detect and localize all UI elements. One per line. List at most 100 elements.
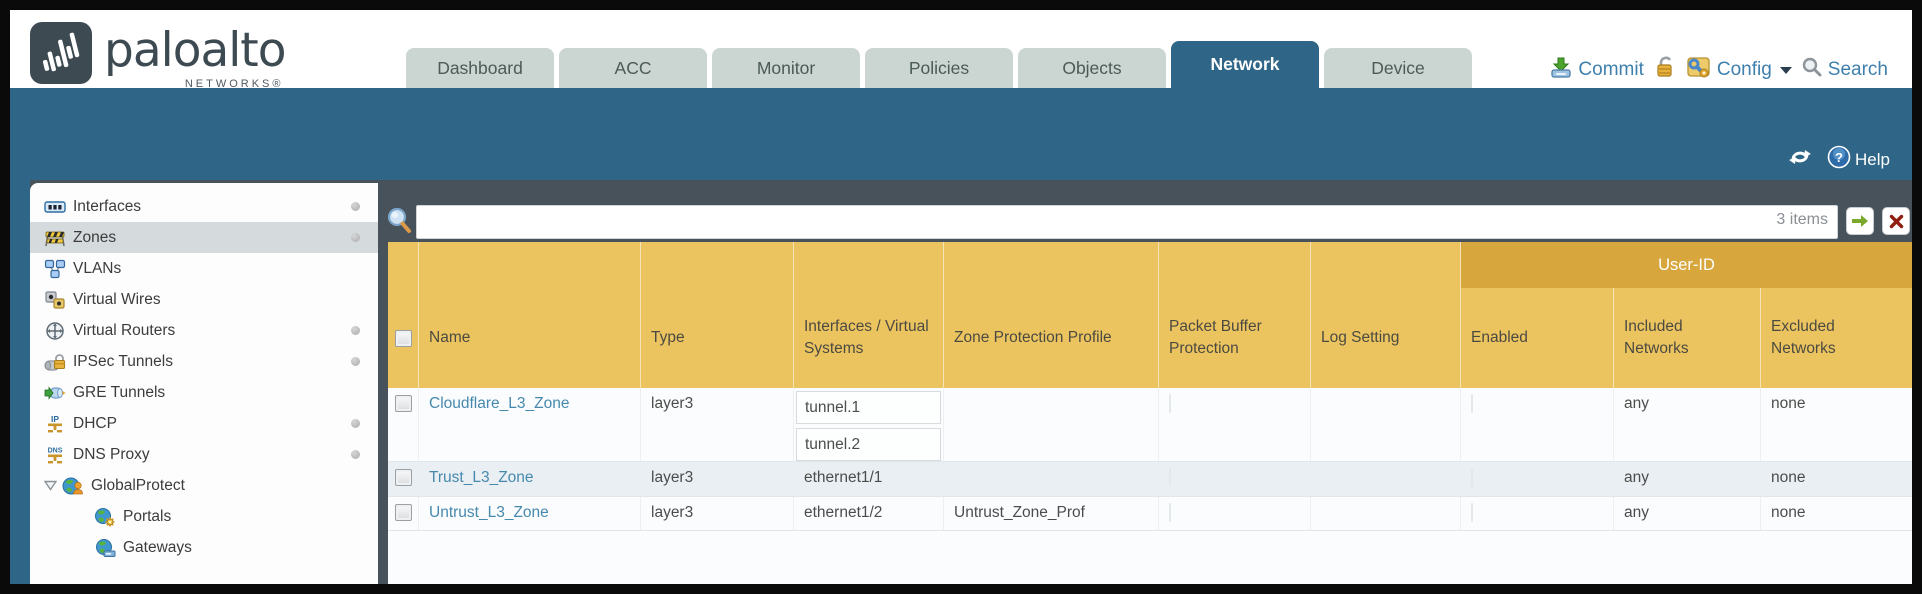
network-sidebar: Interfaces Zones <box>30 183 378 584</box>
tab-dashboard[interactable]: Dashboard <box>406 48 554 88</box>
user-id-column-group: User-ID Enabled Included Networks Exclud… <box>1461 242 1912 388</box>
top-bar: paloalto NETWORKS® Dashboard ACC Monitor… <box>10 10 1912 90</box>
sidebar-item-virtual-routers[interactable]: Virtual Routers <box>30 315 378 346</box>
column-header-packet-buffer-protection[interactable]: Packet Buffer Protection <box>1159 242 1311 388</box>
globalprotect-icon <box>62 477 83 494</box>
paloalto-logo-icon <box>30 22 92 84</box>
included-networks-cell: any <box>1614 388 1761 461</box>
table-row: Untrust_L3_Zone layer3 ethernet1/2 Untru… <box>388 497 1912 531</box>
dns-proxy-icon: DNS <box>48 447 63 463</box>
sidebar-item-gateways[interactable]: Gateways <box>30 532 378 563</box>
tab-policies[interactable]: Policies <box>865 48 1013 88</box>
zone-protection-profile-cell <box>944 462 1159 496</box>
help-label: Help <box>1855 149 1890 169</box>
interface-item: tunnel.1 <box>796 391 941 424</box>
config-menu[interactable]: Config <box>1686 54 1792 86</box>
expander-triangle-icon[interactable] <box>44 480 57 491</box>
column-header-name[interactable]: Name <box>419 242 641 388</box>
tab-acc[interactable]: ACC <box>559 48 707 88</box>
lock-icon[interactable] <box>1653 55 1677 86</box>
green-arrow-icon <box>1852 215 1868 227</box>
row-checkbox[interactable] <box>394 504 412 521</box>
filter-input[interactable] <box>416 205 1838 239</box>
zone-interfaces-cell: ethernet1/2 <box>794 497 944 530</box>
tab-device[interactable]: Device <box>1324 48 1472 88</box>
help-button[interactable]: ? Help <box>1827 145 1890 174</box>
zone-name-link[interactable]: Untrust_L3_Zone <box>429 504 549 521</box>
select-all-checkbox-cell <box>388 242 419 388</box>
packet-buffer-protection-checkbox[interactable] <box>1169 468 1171 487</box>
virtual-routers-icon <box>46 321 64 340</box>
sidebar-item-dns-proxy[interactable]: DNS DNS Proxy <box>30 439 378 470</box>
column-header-zone-protection-profile[interactable]: Zone Protection Profile <box>944 242 1159 388</box>
help-icon: ? <box>1827 145 1851 174</box>
log-setting-cell <box>1311 388 1461 461</box>
column-header-enabled[interactable]: Enabled <box>1461 288 1614 388</box>
clear-filter-button[interactable] <box>1882 207 1910 235</box>
select-all-checkbox[interactable] <box>394 329 412 347</box>
status-dot <box>351 202 360 211</box>
sidebar-item-dhcp[interactable]: IP DHCP <box>30 408 378 439</box>
sidebar-item-vlans[interactable]: VLANs <box>30 253 378 284</box>
column-header-interfaces[interactable]: Interfaces / Virtual Systems <box>794 242 944 388</box>
brand-networks-text: NETWORKS® <box>184 78 284 90</box>
column-header-type[interactable]: Type <box>641 242 794 388</box>
column-header-excluded-networks[interactable]: Excluded Networks <box>1771 318 1836 357</box>
zone-type-cell: layer3 <box>641 388 794 461</box>
gre-tunnels-icon <box>44 385 66 400</box>
excluded-networks-cell: none <box>1771 469 1806 486</box>
column-header-included-networks[interactable]: Included Networks <box>1614 288 1761 388</box>
ipsec-tunnels-icon <box>44 353 66 371</box>
sidebar-item-interfaces[interactable]: Interfaces <box>30 191 378 222</box>
tab-network[interactable]: Network <box>1171 41 1319 88</box>
sidebar-item-ipsec-tunnels[interactable]: IPSec Tunnels <box>30 346 378 377</box>
user-id-enabled-checkbox[interactable] <box>1471 468 1473 487</box>
zone-name-link[interactable]: Trust_L3_Zone <box>429 469 534 486</box>
zone-protection-profile-cell: Untrust_Zone_Prof <box>944 497 1159 530</box>
user-id-enabled-checkbox[interactable] <box>1471 394 1473 413</box>
filter-search-icon <box>385 206 413 241</box>
zone-protection-profile-cell <box>944 388 1159 461</box>
interface-item: tunnel.2 <box>796 428 941 461</box>
user-id-enabled-checkbox[interactable] <box>1471 503 1473 522</box>
excluded-networks-cell: none <box>1771 504 1806 521</box>
status-dot <box>351 326 360 335</box>
tab-objects[interactable]: Objects <box>1018 48 1166 88</box>
brand-wordmark: paloalto <box>104 23 286 78</box>
sidebar-item-virtual-wires[interactable]: Virtual Wires <box>30 284 378 315</box>
packet-buffer-protection-checkbox[interactable] <box>1169 394 1171 413</box>
left-teal-strip <box>10 180 30 584</box>
virtual-wires-icon <box>45 290 65 309</box>
main-pane: 3 items <box>378 180 1912 584</box>
zone-name-link[interactable]: Cloudflare_L3_Zone <box>429 395 570 412</box>
excluded-networks-cell: none <box>1771 395 1806 412</box>
interfaces-icon <box>44 200 66 213</box>
packet-buffer-protection-checkbox[interactable] <box>1169 503 1171 522</box>
zone-type-cell: layer3 <box>641 462 794 496</box>
refresh-icon[interactable] <box>1787 146 1813 173</box>
zone-interfaces-cell: ethernet1/1 <box>794 462 944 496</box>
sidebar-item-globalprotect[interactable]: GlobalProtect <box>30 470 378 501</box>
commit-button[interactable]: Commit <box>1549 55 1644 85</box>
svg-text:?: ? <box>1835 150 1843 165</box>
row-checkbox[interactable] <box>394 469 412 486</box>
status-dot <box>351 419 360 428</box>
search-button[interactable]: Search <box>1801 56 1888 84</box>
tab-monitor[interactable]: Monitor <box>712 48 860 88</box>
config-icon <box>1686 54 1712 86</box>
user-id-group-header: User-ID <box>1461 242 1912 288</box>
sidebar-item-gre-tunnels[interactable]: GRE Tunnels <box>30 377 378 408</box>
svg-text:DNS: DNS <box>48 447 63 454</box>
sidebar-item-zones[interactable]: Zones <box>30 222 378 253</box>
commit-icon <box>1549 55 1573 85</box>
included-networks-cell: any <box>1614 462 1761 496</box>
column-header-log-setting[interactable]: Log Setting <box>1311 242 1461 388</box>
apply-filter-button[interactable] <box>1846 207 1874 235</box>
app-window: paloalto NETWORKS® Dashboard ACC Monitor… <box>10 10 1912 584</box>
row-checkbox[interactable] <box>394 395 412 412</box>
status-dot <box>351 450 360 459</box>
zones-icon <box>45 231 65 246</box>
table-row: Trust_L3_Zone layer3 ethernet1/1 any non… <box>388 462 1912 497</box>
sidebar-item-portals[interactable]: Portals <box>30 501 378 532</box>
